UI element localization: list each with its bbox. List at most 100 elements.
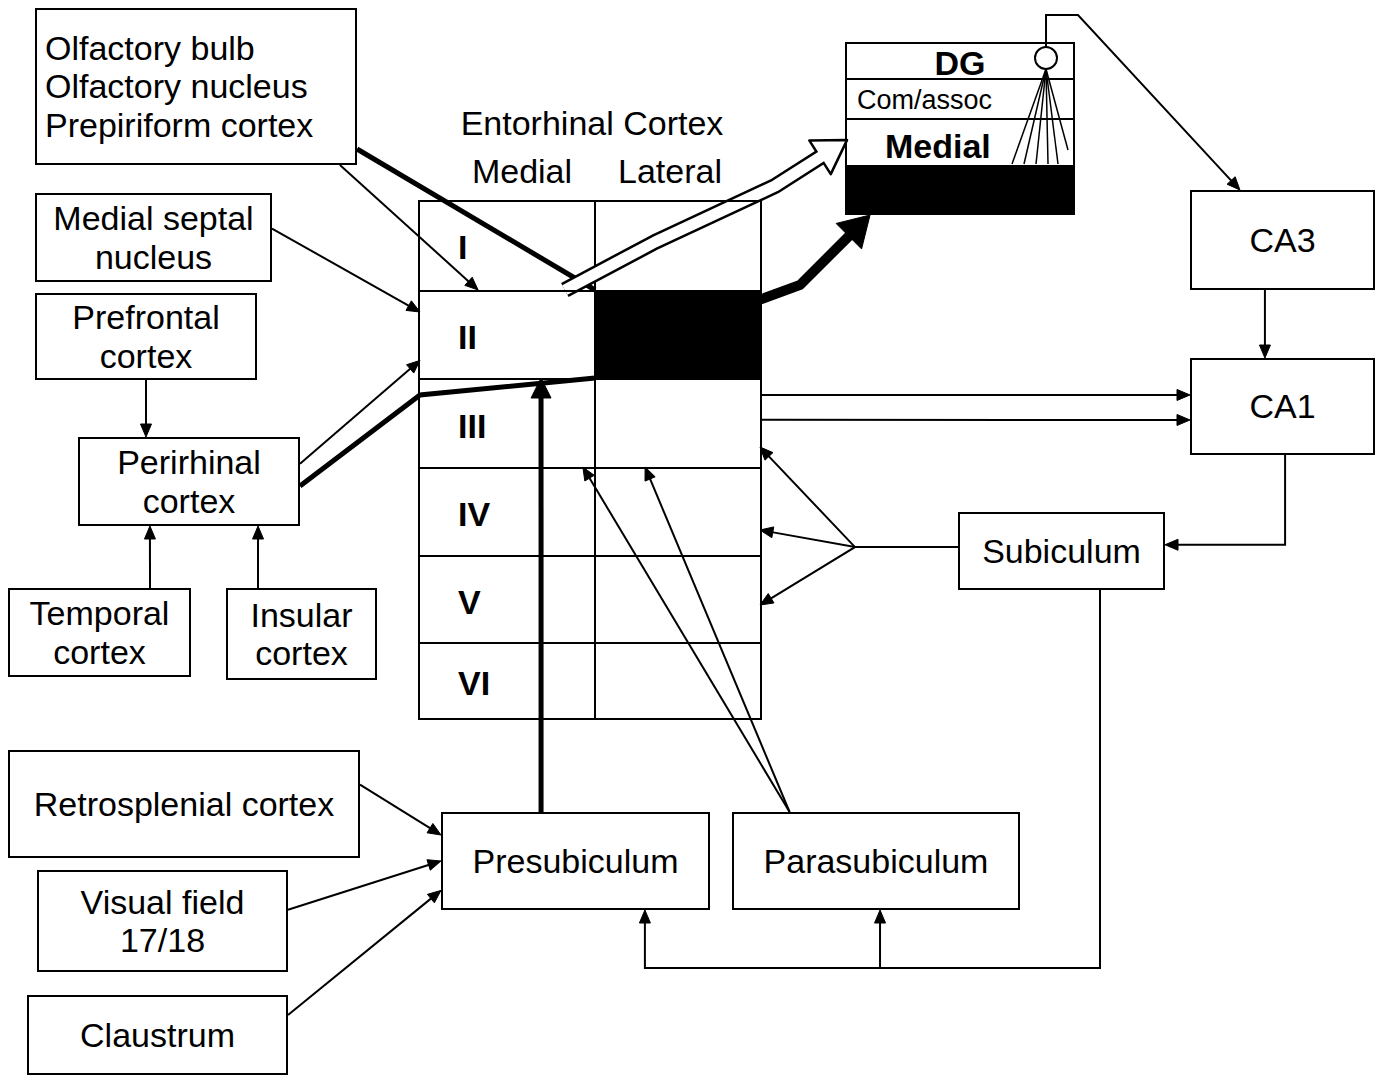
connector bbox=[760, 389, 1190, 400]
connector-line bbox=[769, 532, 958, 547]
connector-line bbox=[1174, 455, 1285, 545]
connector bbox=[253, 526, 264, 588]
connector bbox=[760, 547, 958, 605]
layer-numeral: VI bbox=[458, 664, 490, 702]
source-box: Temporal cortex bbox=[8, 588, 191, 677]
connector-line bbox=[357, 149, 595, 290]
node-label: Claustrum bbox=[80, 1016, 235, 1054]
layer-row: I bbox=[420, 202, 760, 290]
node-label: Parasubiculum bbox=[764, 842, 989, 880]
connector-line bbox=[340, 165, 471, 284]
connector bbox=[531, 378, 551, 812]
node-label: Olfactory nucleus bbox=[45, 67, 308, 105]
arrowhead bbox=[253, 526, 264, 539]
connector bbox=[288, 860, 441, 910]
region-box: Subiculum bbox=[958, 512, 1165, 590]
connector bbox=[340, 165, 478, 290]
perforant-band bbox=[845, 165, 1075, 215]
node-label: DG bbox=[935, 44, 986, 82]
node-label: Visual field 17/18 bbox=[63, 883, 263, 959]
source-box: Retrosplenial cortex bbox=[8, 750, 360, 858]
connector-line bbox=[272, 229, 412, 308]
connector-line bbox=[149, 535, 151, 588]
region-box: CA1 bbox=[1190, 358, 1375, 455]
node-label: CA3 bbox=[1249, 221, 1315, 259]
node-label: Lateral bbox=[618, 152, 722, 190]
arrowhead bbox=[1227, 177, 1240, 190]
connector bbox=[645, 467, 790, 812]
node-label: Insular cortex bbox=[236, 596, 367, 672]
connector-line bbox=[539, 392, 544, 812]
connector bbox=[639, 590, 1100, 968]
connector bbox=[300, 378, 595, 486]
node-label: Presubiculum bbox=[473, 842, 679, 880]
connector bbox=[300, 360, 420, 463]
node-label: Medial bbox=[885, 127, 991, 165]
region-box: CA3 bbox=[1190, 190, 1375, 290]
source-box: Medial septal nucleus bbox=[35, 193, 272, 282]
node-label: Entorhinal Cortex bbox=[461, 104, 724, 142]
arrowhead bbox=[645, 467, 655, 481]
layer-numeral: I bbox=[458, 228, 467, 266]
node-label: Medial septal nucleus bbox=[46, 199, 261, 275]
connector-line bbox=[257, 535, 259, 588]
connector bbox=[760, 447, 958, 547]
dg-layer: Medial bbox=[847, 118, 1073, 165]
node-label: Medial bbox=[472, 152, 572, 190]
layer-row: VI bbox=[420, 642, 760, 718]
layer-numeral: II bbox=[458, 318, 477, 356]
dendrite bbox=[1046, 69, 1068, 150]
layer-numeral: III bbox=[458, 407, 486, 445]
layer-row: IV bbox=[420, 467, 760, 555]
dendrite-tree bbox=[1012, 69, 1068, 164]
node-label: Olfactory bulb bbox=[45, 29, 255, 67]
layer-numeral: IV bbox=[458, 495, 490, 533]
source-box: Insular cortex bbox=[226, 588, 377, 680]
connector bbox=[1046, 15, 1240, 190]
connector-line bbox=[766, 454, 958, 548]
layer-numeral: V bbox=[458, 583, 481, 621]
layer-row: III bbox=[420, 378, 760, 467]
dentate-gyrus-box: DGCom/assocMedial bbox=[845, 42, 1075, 215]
arrowhead bbox=[836, 215, 870, 249]
source-box: Olfactory bulbOlfactory nucleusPrepirifo… bbox=[35, 8, 357, 165]
connector bbox=[875, 590, 1100, 968]
arrowhead bbox=[531, 378, 551, 398]
connector-line bbox=[760, 230, 855, 300]
arrowhead bbox=[1259, 345, 1270, 358]
connector bbox=[140, 380, 151, 437]
dendrite bbox=[1024, 69, 1046, 164]
dendrite bbox=[1046, 69, 1058, 164]
node-label: Com/assoc bbox=[857, 85, 992, 116]
connector-line bbox=[645, 590, 1100, 968]
arrowhead bbox=[639, 910, 650, 923]
connector-line bbox=[768, 547, 958, 600]
granule-soma bbox=[1035, 47, 1057, 69]
connector-line bbox=[145, 380, 147, 428]
arrowhead bbox=[583, 467, 594, 481]
connector-line bbox=[880, 590, 1100, 968]
node-label: Temporal cortex bbox=[18, 594, 181, 670]
connector-line bbox=[300, 378, 595, 486]
source-box: Perirhinal cortex bbox=[78, 437, 300, 526]
connector-line bbox=[760, 419, 1181, 421]
connector-line bbox=[288, 864, 432, 910]
source-box: Visual field 17/18 bbox=[37, 870, 288, 972]
source-box: Claustrum bbox=[27, 995, 288, 1075]
connector bbox=[760, 215, 870, 300]
dendrite bbox=[1036, 69, 1046, 164]
arrowhead bbox=[144, 526, 155, 539]
region-box: Presubiculum bbox=[441, 812, 710, 910]
connector-line bbox=[1264, 290, 1266, 349]
region-box: Parasubiculum bbox=[732, 812, 1020, 910]
lateral-layer-fill bbox=[595, 290, 762, 378]
connector bbox=[760, 414, 1190, 425]
arrowhead bbox=[1177, 389, 1190, 400]
arrowhead bbox=[427, 860, 441, 870]
arrowhead bbox=[427, 823, 441, 835]
node-label: Prepiriform cortex bbox=[45, 106, 313, 144]
node-label: Retrosplenial cortex bbox=[34, 785, 334, 823]
connector bbox=[357, 149, 595, 290]
layer-row: II bbox=[420, 290, 760, 378]
